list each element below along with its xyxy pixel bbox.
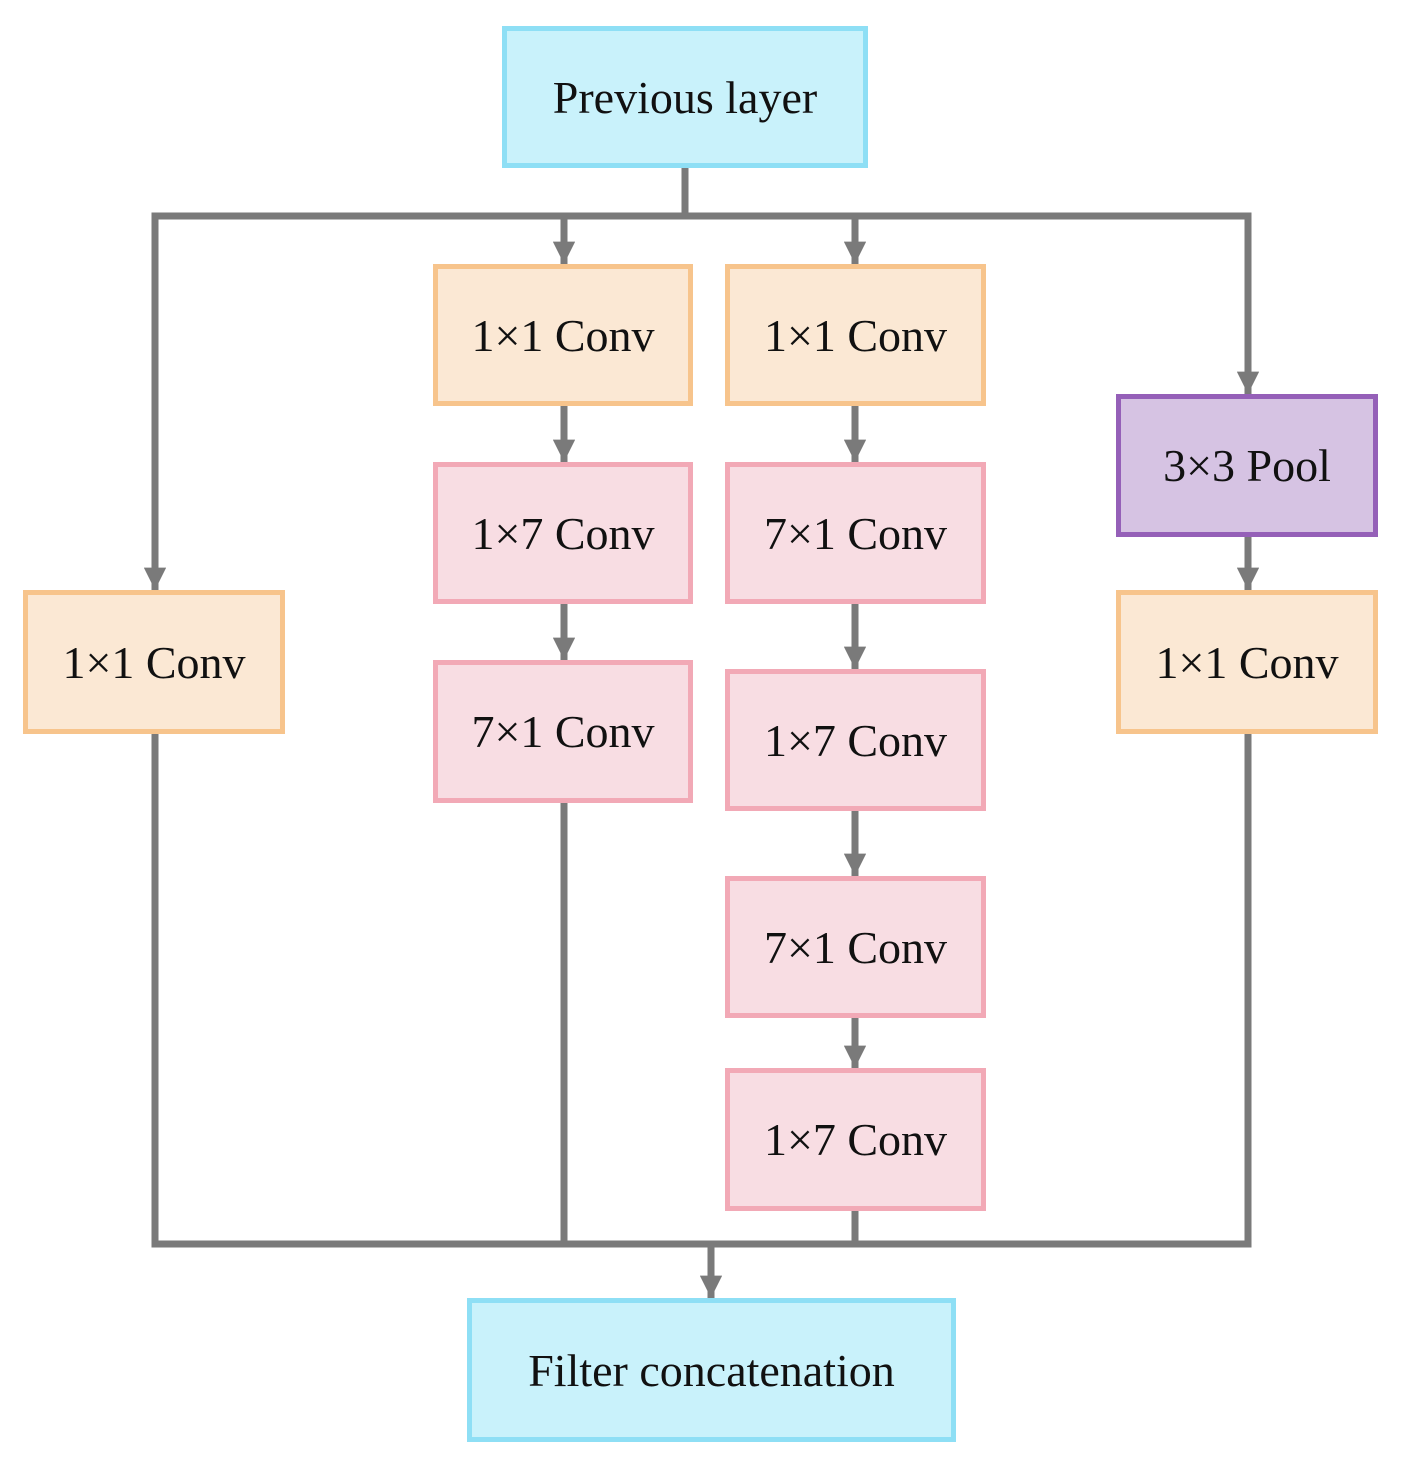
previous-layer-label: Previous layer (552, 71, 818, 123)
filter-concatenation-label: Filter concatenation (528, 1344, 895, 1396)
branch2-conv1x1-label: 1×1 Conv (471, 309, 655, 361)
branch2-conv7x1-box: 7×1 Conv (433, 660, 693, 803)
branch2-conv1x7-box: 1×7 Conv (433, 462, 693, 604)
branch3-conv1x7-b-label: 1×7 Conv (763, 1114, 948, 1165)
branch3-conv7x1-b-box: 7×1 Conv (725, 876, 986, 1018)
filter-concatenation-box: Filter concatenation (467, 1298, 956, 1442)
branch3-conv1x7-a-label: 1×7 Conv (763, 714, 948, 766)
branch1-conv1x1-label: 1×1 Conv (62, 636, 246, 688)
branch2-conv1x7-label: 1×7 Conv (471, 507, 655, 559)
branch4-pool3x3-label: 3×3 Pool (1163, 440, 1331, 491)
branch3-conv1x1-label: 1×1 Conv (763, 309, 948, 361)
branch3-conv7x1-a-box: 7×1 Conv (725, 462, 986, 604)
branch3-conv7x1-b-label: 7×1 Conv (763, 921, 948, 973)
branch4-conv1x1-label: 1×1 Conv (1155, 636, 1339, 688)
branch3-conv1x1-box: 1×1 Conv (725, 264, 986, 406)
branch3-conv7x1-a-label: 7×1 Conv (763, 507, 948, 559)
branch3-conv1x7-a-box: 1×7 Conv (725, 669, 986, 811)
branch1-conv1x1-box: 1×1 Conv (23, 590, 285, 734)
branch4-conv1x1-box: 1×1 Conv (1116, 590, 1378, 734)
branch2-conv7x1-label: 7×1 Conv (471, 706, 655, 757)
previous-layer-box: Previous layer (502, 26, 868, 168)
branch2-conv1x1-box: 1×1 Conv (433, 264, 693, 406)
merge-line-left (151, 732, 1252, 1248)
branch4-pool3x3-box: 3×3 Pool (1116, 394, 1378, 537)
branch3-conv1x7-b-box: 1×7 Conv (725, 1068, 986, 1211)
